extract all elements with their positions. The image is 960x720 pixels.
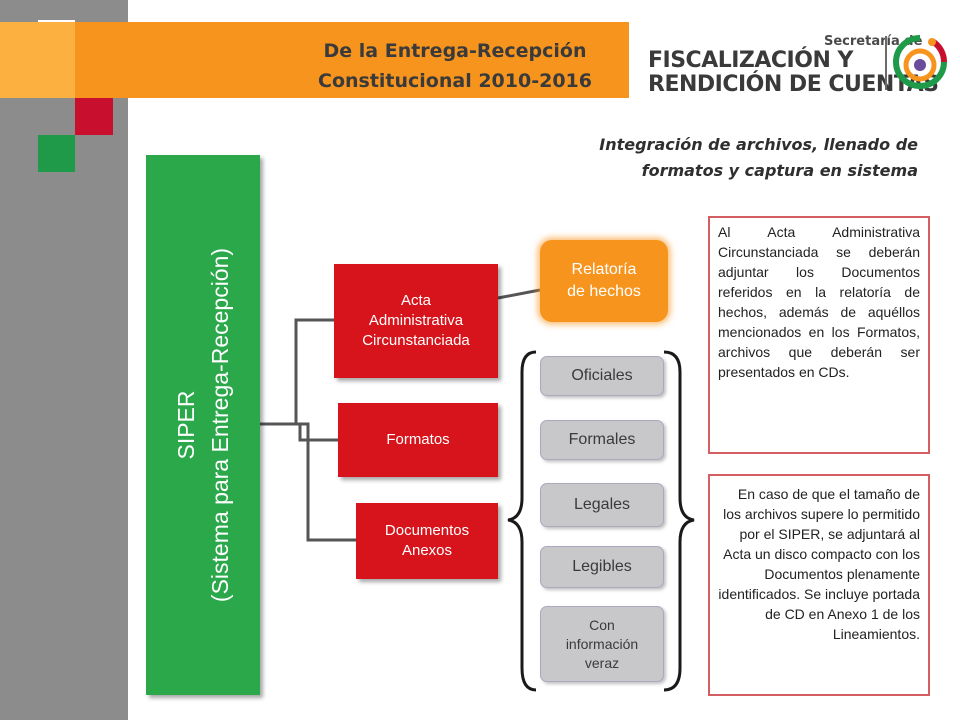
connector-to-documentos: [260, 422, 356, 542]
logo-line-3: RENDICIÓN DE CUENTAS: [648, 72, 939, 97]
right-brace: [663, 350, 695, 692]
pill-legibles-label: Legibles: [572, 558, 632, 575]
note-acta-documentos: Al Acta Administrativa Circunstanciada s…: [708, 216, 930, 454]
title-line-2: Constitucional 2010-2016: [318, 70, 592, 92]
documentos-line-2: Anexos: [401, 542, 453, 559]
formatos-label: Formatos: [386, 431, 450, 448]
connector-to-relatoria: [497, 288, 541, 300]
documentos-box: Documentos Anexos: [356, 503, 498, 579]
relatoria-box: Relatoría de hechos: [540, 240, 668, 322]
siper-label: SIPER (Sistema para Entrega-Recepción): [169, 165, 237, 685]
logo-divider: [885, 36, 887, 90]
section-subtitle: Integración de archivos, llenado de form…: [548, 132, 918, 184]
left-brace: [507, 350, 537, 692]
logo-line-1: Secretaría de: [824, 34, 923, 49]
acta-line-1: Acta: [400, 292, 431, 309]
connector-to-formatos: [260, 422, 338, 442]
relatoria-line-2: de hechos: [567, 283, 641, 300]
pill-legales-label: Legales: [573, 496, 631, 513]
pill-oficiales-label: Oficiales: [571, 367, 633, 384]
pill-veraz-line-3: veraz: [584, 654, 620, 671]
title-line-1: De la Entrega-Recepción: [323, 40, 587, 62]
formatos-box: Formatos: [338, 403, 498, 477]
pill-veraz-line-1: Con: [589, 616, 615, 633]
siper-title: SIPER: [173, 390, 199, 460]
siper-panel: SIPER (Sistema para Entrega-Recepción): [146, 155, 260, 695]
subtitle-line-2: formatos y captura en sistema: [641, 161, 918, 180]
colorful-ring-logo-icon: [893, 35, 948, 89]
pill-veraz-line-2: información: [565, 635, 639, 652]
header-banner: [75, 22, 629, 98]
pill-legales: Legales: [540, 483, 664, 527]
note-disco-compacto: En caso de que el tamaño de los archivos…: [708, 474, 930, 696]
logo-line-2: FISCALIZACIÓN Y: [648, 48, 853, 73]
documentos-line-1: Documentos: [384, 522, 470, 539]
siper-subtitle: (Sistema para Entrega-Recepción): [207, 247, 233, 603]
decorative-square-green: [38, 135, 75, 172]
acta-line-3: Circunstanciada: [362, 332, 470, 349]
pill-oficiales: Oficiales: [540, 356, 664, 396]
pill-formales-label: Formales: [568, 431, 636, 448]
secretaria-logo: Secretaría de FISCALIZACIÓN Y RENDICIÓN …: [648, 30, 948, 100]
pill-formales: Formales: [540, 420, 664, 460]
subtitle-line-1: Integración de archivos, llenado de: [599, 135, 918, 154]
page-title: De la Entrega-Recepción Constitucional 2…: [290, 36, 620, 96]
decorative-square-yellow: [0, 22, 75, 98]
pill-veraz: Con información veraz: [540, 606, 664, 682]
decorative-square-red: [75, 98, 113, 135]
relatoria-line-1: Relatoría: [571, 261, 637, 278]
acta-line-2: Administrativa: [368, 312, 464, 329]
connector-to-acta: [260, 318, 334, 426]
pill-legibles: Legibles: [540, 546, 664, 588]
acta-box: Acta Administrativa Circunstanciada: [334, 264, 498, 378]
